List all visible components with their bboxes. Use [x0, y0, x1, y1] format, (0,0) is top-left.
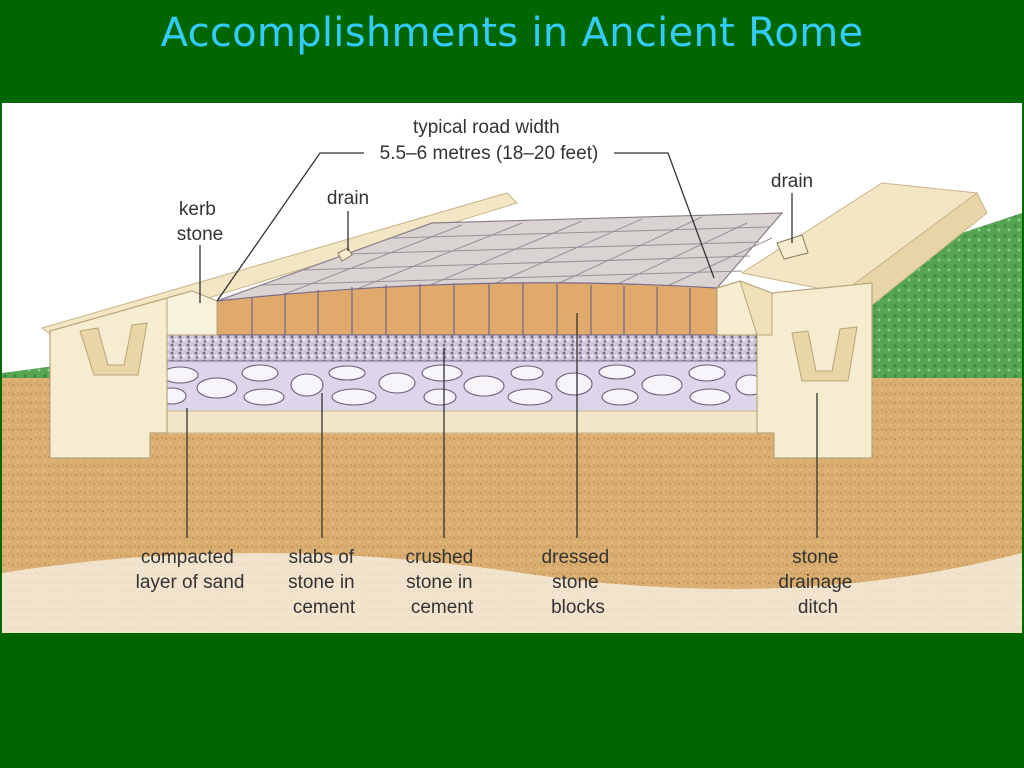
- label-drain-right: drain: [771, 171, 813, 192]
- dressed-stone-blocks: [216, 282, 718, 336]
- compacted-sand-layer: [149, 410, 775, 434]
- road-cross-section: typical road width 5.5–6 metres (18–20 f…: [2, 103, 1022, 633]
- left-kerb-ditch: [49, 290, 218, 459]
- leader-lines: [186, 152, 818, 538]
- right-kerb-ditch: [716, 280, 873, 459]
- label-compacted-sand: compacted layer of sand: [136, 547, 245, 593]
- label-crushed-stone: crushed stone in cement: [406, 547, 479, 618]
- stone-slabs-layer: [149, 360, 775, 412]
- slide-title: Accomplishments in Ancient Rome: [160, 10, 864, 56]
- drain-left-marker: [337, 247, 353, 262]
- label-drainage-ditch: stone drainage ditch: [778, 547, 857, 618]
- crushed-stone-layer: [166, 334, 758, 362]
- label-drain-left: drain: [327, 188, 369, 209]
- label-road-width: typical road width 5.5–6 metres (18–20 f…: [380, 117, 599, 164]
- label-dressed-stone: dressed stone blocks: [542, 547, 615, 618]
- drain-right-marker: [776, 234, 809, 260]
- label-stone-slabs: slabs of stone in cement: [288, 547, 360, 618]
- label-kerb-stone: kerb stone: [177, 199, 223, 245]
- roman-road-diagram: typical road width 5.5–6 metres (18–20 f…: [2, 103, 1022, 633]
